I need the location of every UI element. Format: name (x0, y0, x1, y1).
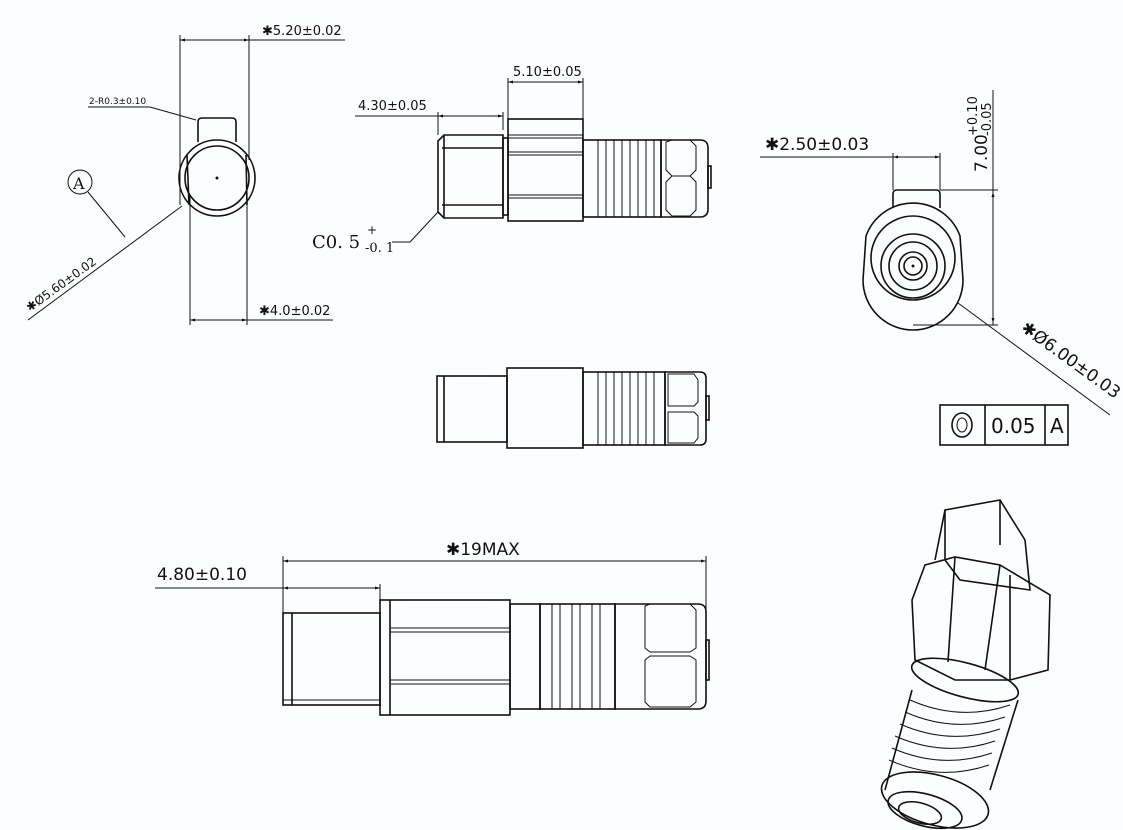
side-view-bottom: ✱19MAX 4.80±0.10 (155, 540, 710, 716)
diameter-dimension: ✱Ø5.60±0.02 (24, 254, 99, 314)
isometric-view (880, 499, 1051, 830)
overall-length-dimension: ✱19MAX (446, 540, 520, 560)
datum-balloon (67, 169, 93, 195)
chamfer-minus-tolerance: -0. 1 (365, 241, 394, 256)
height-lower-tolerance: -0.05 (980, 102, 995, 136)
height-dimension: 7.00 (972, 134, 992, 172)
datum-label: A (72, 174, 85, 193)
end-view-right: ✱2.50±0.03 7.00 +0.10 -0.05 ✱Ø6.00±0.03 (760, 90, 1123, 416)
side-view-top: 4.30±0.05 5.10±0.05 C0. 5 + -0. 1 (312, 65, 712, 256)
width-dimension: ✱5.20±0.02 (262, 24, 342, 39)
radius-note: 2-R0.3±0.10 (89, 97, 146, 107)
end-view-left: ✱5.20±0.02 ✱4.0±0.02 2-R0.3±0.10 A ✱Ø5.6… (24, 24, 345, 325)
flat-dimension: ✱4.0±0.02 (259, 304, 330, 319)
chamfer-plus-tolerance: + (367, 223, 377, 237)
diameter-dimension: ✱Ø6.00±0.03 (1017, 318, 1123, 403)
pin-length-dimension: 4.30±0.05 (358, 99, 427, 114)
fcf-datum: A (1050, 414, 1064, 438)
feature-control-frame: 0.05 A (939, 404, 1069, 446)
fcf-tolerance: 0.05 (991, 414, 1036, 438)
side-view-middle (436, 367, 710, 449)
pin-length-dimension: 4.80±0.10 (157, 565, 247, 585)
chamfer-note: C0. 5 (312, 232, 360, 253)
tab-width-dimension: ✱2.50±0.03 (765, 135, 869, 155)
body-length-dimension: 5.10±0.05 (513, 65, 582, 80)
concentricity-icon (951, 412, 973, 438)
height-upper-tolerance: +0.10 (966, 96, 981, 136)
